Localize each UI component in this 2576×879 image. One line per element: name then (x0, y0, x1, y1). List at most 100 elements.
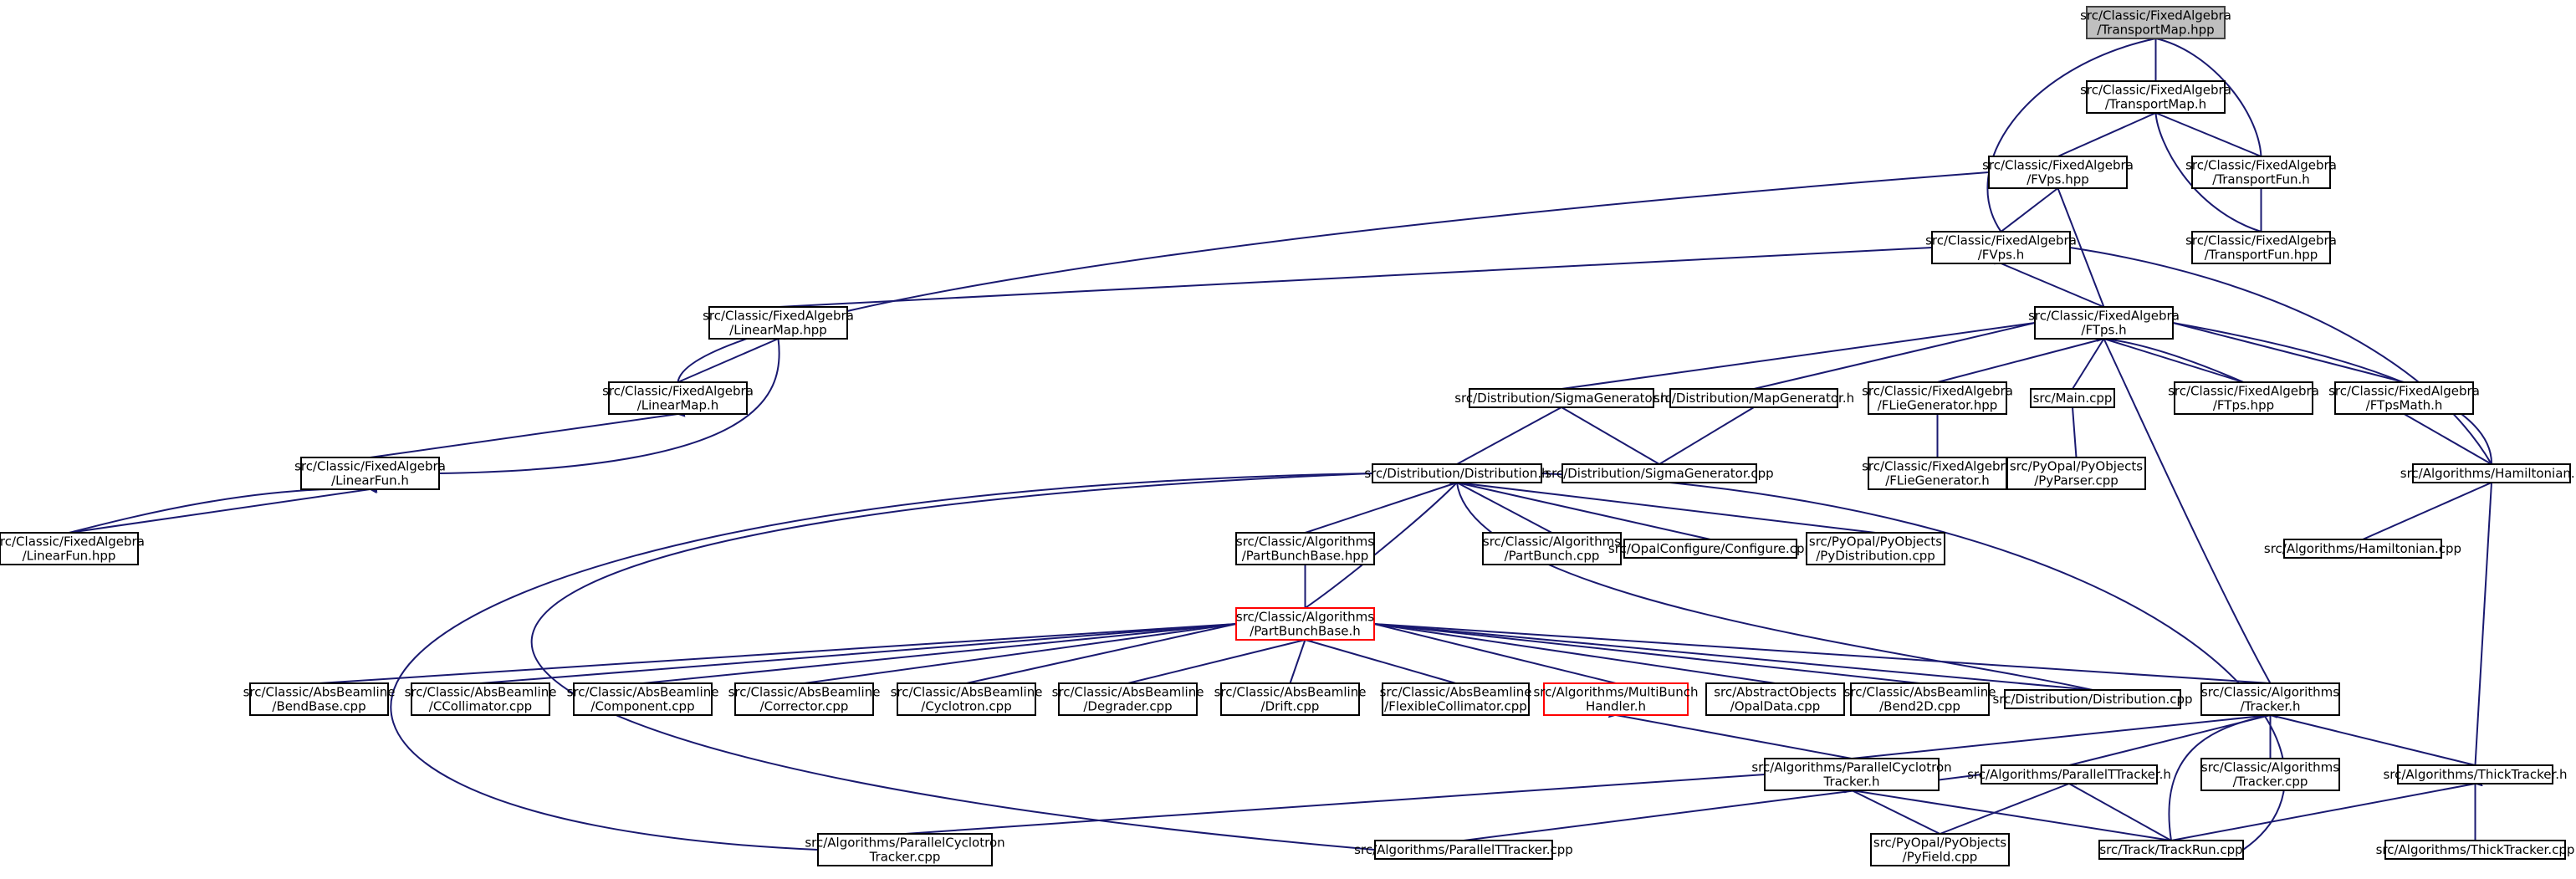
node-transportfun-hpp[interactable]: src/Classic/FixedAlgebra/TransportFun.hp… (2185, 231, 2337, 264)
node-box[interactable] (1220, 682, 1360, 716)
node-parallelcyclotrontracker-h[interactable]: src/Algorithms/ParallelCyclotronTracker.… (1751, 758, 1952, 791)
node-box[interactable] (2397, 764, 2553, 784)
node-box[interactable] (2200, 682, 2340, 716)
node-box[interactable] (249, 682, 389, 716)
node-box[interactable] (2098, 840, 2244, 860)
node-main-cpp[interactable]: src/Main.cpp (2030, 388, 2115, 408)
node-degrader-cpp[interactable]: src/Classic/AbsBeamline/Degrader.cpp (1052, 682, 1204, 716)
node-box[interactable] (2004, 689, 2181, 709)
node-box[interactable] (2086, 6, 2226, 39)
node-linearfun-hpp[interactable]: src/Classic/FixedAlgebra/LinearFun.hpp (0, 532, 145, 565)
node-transportfun-h[interactable]: src/Classic/FixedAlgebra/TransportFun.h (2185, 156, 2337, 189)
node-box[interactable] (1870, 833, 2010, 866)
node-box[interactable] (2334, 381, 2474, 415)
node-box[interactable] (2191, 156, 2331, 189)
node-linearfun-h[interactable]: src/Classic/FixedAlgebra/LinearFun.h (294, 457, 446, 490)
node-linearmap-h[interactable]: src/Classic/FixedAlgebra/LinearMap.h (602, 381, 754, 415)
node-hamiltonian-cpp[interactable]: src/Algorithms/Hamiltonian.cpp (2264, 539, 2461, 559)
node-box[interactable] (2174, 381, 2313, 415)
node-pyfield-cpp[interactable]: src/PyOpal/PyObjects/PyField.cpp (1870, 833, 2010, 866)
node-box[interactable] (1868, 381, 2007, 415)
node-box[interactable] (411, 682, 550, 716)
node-box[interactable] (1058, 682, 1198, 716)
node-box[interactable] (1981, 764, 2158, 784)
node-parallelcyclotrontracker-cpp[interactable]: src/Algorithms/ParallelCyclotronTracker.… (805, 833, 1005, 866)
node-transportmap-hpp[interactable]: src/Classic/FixedAlgebra/TransportMap.hp… (2080, 6, 2231, 39)
node-partbunchbase-hpp[interactable]: src/Classic/Algorithms/PartBunchBase.hpp (1235, 532, 1375, 565)
node-box[interactable] (1669, 388, 1838, 408)
node-paralleltracker-h[interactable]: src/Algorithms/ParallelTTracker.h (1967, 764, 2171, 784)
node-corrector-cpp[interactable]: src/Classic/AbsBeamline/Corrector.cpp (728, 682, 881, 716)
node-ftps-hpp[interactable]: src/Classic/FixedAlgebra/FTps.hpp (2168, 381, 2319, 415)
node-pyparser-cpp[interactable]: src/PyOpal/PyObjects/PyParser.cpp (2006, 457, 2146, 490)
node-bendbase-cpp[interactable]: src/Classic/AbsBeamline/BendBase.cpp (243, 682, 396, 716)
node-linearmap-hpp[interactable]: src/Classic/FixedAlgebra/LinearMap.hpp (703, 306, 854, 340)
node-box[interactable] (897, 682, 1036, 716)
node-transportmap-h[interactable]: src/Classic/FixedAlgebra/TransportMap.h (2080, 80, 2231, 114)
node-box[interactable] (1806, 532, 1945, 565)
node-box[interactable] (1931, 231, 2071, 264)
node-box[interactable] (708, 306, 848, 340)
node-opaldata-cpp[interactable]: src/AbstractObjects/OpalData.cpp (1705, 682, 1845, 716)
node-box[interactable] (608, 381, 748, 415)
node-box[interactable] (2006, 457, 2146, 490)
node-box[interactable] (1372, 463, 1542, 483)
node-component-cpp[interactable]: src/Classic/AbsBeamline/Component.cpp (567, 682, 719, 716)
node-distribution-cpp[interactable]: src/Distribution/Distribution.cpp (1992, 689, 2193, 709)
node-box[interactable] (2412, 463, 2571, 483)
node-box[interactable] (2283, 539, 2442, 559)
node-box[interactable] (1543, 682, 1689, 716)
node-fliegenerator-h[interactable]: src/Classic/FixedAlgebra/FLieGenerator.h (1862, 457, 2013, 490)
node-bend2d-cpp[interactable]: src/Classic/AbsBeamline/Bend2D.cpp (1844, 682, 1996, 716)
node-box[interactable] (1868, 457, 2007, 490)
node-ftps-h[interactable]: src/Classic/FixedAlgebra/FTps.h (2028, 306, 2180, 340)
node-box[interactable] (1850, 682, 1990, 716)
node-configure-cpp[interactable]: src/OpalConfigure/Configure.cpp (1608, 539, 1812, 559)
node-ftpsmath-h[interactable]: src/Classic/FixedAlgebra/FTpsMath.h (2328, 381, 2480, 415)
node-box[interactable] (1235, 607, 1375, 641)
node-mapgenerator-h[interactable]: src/Distribution/MapGenerator.h (1653, 388, 1854, 408)
node-box[interactable] (2200, 758, 2340, 791)
node-fliegenerator-hpp[interactable]: src/Classic/FixedAlgebra/FLieGenerator.h… (1862, 381, 2013, 415)
node-thicktracker-cpp[interactable]: src/Algorithms/ThickTracker.cpp (2376, 840, 2575, 860)
node-fvps-h[interactable]: src/Classic/FixedAlgebra/FVps.h (1925, 231, 2077, 264)
node-box[interactable] (1482, 532, 1622, 565)
node-pydistribution-cpp[interactable]: src/PyOpal/PyObjects/PyDistribution.cpp (1806, 532, 1945, 565)
node-ccollimator-cpp[interactable]: src/Classic/AbsBeamline/CCollimator.cpp (405, 682, 557, 716)
node-box[interactable] (1561, 463, 1757, 483)
node-box[interactable] (300, 457, 440, 490)
node-distribution-h[interactable]: src/Distribution/Distribution.h (1364, 463, 1550, 483)
node-partbunchbase-h[interactable]: src/Classic/Algorithms/PartBunchBase.h (1235, 607, 1375, 641)
node-box[interactable] (1235, 532, 1375, 565)
node-box[interactable] (1382, 682, 1530, 716)
node-box[interactable] (0, 532, 139, 565)
node-thicktracker-h[interactable]: src/Algorithms/ThickTracker.h (2383, 764, 2568, 784)
node-tracker-h[interactable]: src/Classic/Algorithms/Tracker.h (2200, 682, 2340, 716)
node-fvps-hpp[interactable]: src/Classic/FixedAlgebra/FVps.hpp (1982, 156, 2134, 189)
node-partbunch-cpp[interactable]: src/Classic/Algorithms/PartBunch.cpp (1482, 532, 1622, 565)
node-box[interactable] (1705, 682, 1845, 716)
node-drift-cpp[interactable]: src/Classic/AbsBeamline/Drift.cpp (1214, 682, 1367, 716)
node-box[interactable] (1374, 840, 1553, 860)
node-tracker-cpp[interactable]: src/Classic/Algorithms/Tracker.cpp (2200, 758, 2340, 791)
node-box[interactable] (1988, 156, 2128, 189)
node-box[interactable] (2034, 306, 2174, 340)
node-trackrun-cpp[interactable]: src/Track/TrackRun.cpp (2098, 840, 2244, 860)
node-box[interactable] (2086, 80, 2226, 114)
node-paralleltracker-cpp[interactable]: src/Algorithms/ParallelTTracker.cpp (1354, 840, 1573, 860)
node-box[interactable] (1764, 758, 1940, 791)
node-box[interactable] (2030, 388, 2115, 408)
node-box[interactable] (1623, 539, 1797, 559)
node-box[interactable] (2191, 231, 2331, 264)
node-box[interactable] (817, 833, 993, 866)
node-box[interactable] (734, 682, 874, 716)
node-box[interactable] (573, 682, 713, 716)
node-hamiltonian-h[interactable]: src/Algorithms/Hamiltonian.h (2400, 463, 2576, 483)
node-sigmagenerator-cpp[interactable]: src/Distribution/SigmaGenerator.cpp (1545, 463, 1774, 483)
node-flexiblecollimator-cpp[interactable]: src/Classic/AbsBeamline/FlexibleCollimat… (1380, 682, 1532, 716)
node-sigmagenerator-h[interactable]: src/Distribution/SigmaGenerator.h (1454, 388, 1669, 408)
node-box[interactable] (1469, 388, 1654, 408)
node-box[interactable] (2384, 840, 2566, 860)
node-cyclotron-cpp[interactable]: src/Classic/AbsBeamline/Cyclotron.cpp (891, 682, 1043, 716)
